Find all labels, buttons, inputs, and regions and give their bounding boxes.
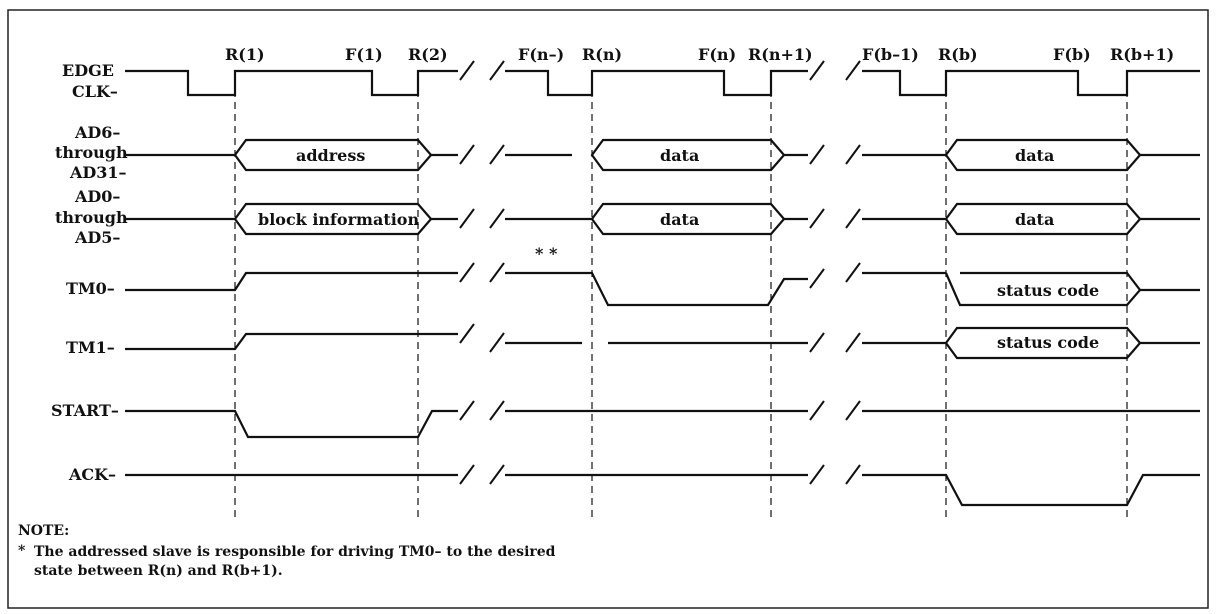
break-ack-a1 xyxy=(459,464,475,485)
break-tm0-a2 xyxy=(489,262,505,283)
break-ad6-a1 xyxy=(459,144,475,165)
break-markers xyxy=(459,60,861,485)
bus-value-status-code-tm1: status code xyxy=(997,333,1099,352)
clock-label-rb1: R(b+1) xyxy=(1110,45,1174,64)
clock-label-fn: F(n) xyxy=(698,45,736,64)
label-ack: ACK– xyxy=(68,465,116,484)
bus-value-data-2: data xyxy=(1015,146,1054,165)
label-edge: EDGE xyxy=(62,61,114,80)
tm0-wave-seg2 xyxy=(505,271,808,307)
break-tm1-a1 xyxy=(459,323,475,344)
label-start: START– xyxy=(51,401,119,420)
diagram-border xyxy=(7,9,1209,609)
clock-label-rn1: R(n+1) xyxy=(748,45,813,64)
break-start-a2 xyxy=(489,400,505,421)
break-clk-a1 xyxy=(459,60,475,81)
label-ad6: AD6– xyxy=(74,123,120,142)
clk-wave-seg1 xyxy=(125,69,458,97)
break-tm0-a1 xyxy=(459,262,475,283)
break-tm0-b1 xyxy=(809,268,825,289)
clock-label-rn: R(n) xyxy=(582,45,622,64)
note-line-2: state between R(n) and R(b+1). xyxy=(34,563,283,579)
note-heading: NOTE: xyxy=(18,523,69,539)
bus-value-address: address xyxy=(296,146,365,165)
label-ad6-through: through xyxy=(55,143,128,162)
break-clk-a2 xyxy=(489,60,505,81)
label-clk: CLK– xyxy=(72,82,118,101)
break-ad6-b2 xyxy=(845,144,861,165)
waveform-ad6-ad31: address data data xyxy=(125,138,1200,172)
clock-label-f1: F(1) xyxy=(345,45,383,64)
break-tm0-b2 xyxy=(845,262,861,283)
waveform-tm0: * * status code xyxy=(125,244,1200,307)
tm0-status-bus xyxy=(944,271,1142,307)
break-start-b1 xyxy=(809,400,825,421)
break-ad0-a2 xyxy=(489,208,505,229)
break-ack-b1 xyxy=(809,464,825,485)
break-ad0-b2 xyxy=(845,208,861,229)
label-ad5: AD5– xyxy=(74,228,120,247)
break-ack-a2 xyxy=(489,464,505,485)
start-wave-seg1 xyxy=(125,409,458,439)
break-ad0-a1 xyxy=(459,208,475,229)
break-ad0-b1 xyxy=(809,208,825,229)
bus-value-data-4: data xyxy=(1015,210,1054,229)
label-tm1: TM1– xyxy=(66,338,115,357)
tm0-wave-seg1 xyxy=(125,271,458,292)
clock-label-fb: F(b) xyxy=(1053,45,1091,64)
waveform-ack xyxy=(125,473,1200,507)
tm0-marker: * * xyxy=(535,244,558,263)
clock-label-r2: R(2) xyxy=(408,45,448,64)
break-tm1-b2 xyxy=(845,332,861,353)
break-clk-b1 xyxy=(809,60,825,81)
bus-value-data-3: data xyxy=(660,210,699,229)
label-tm0: TM0– xyxy=(66,279,115,298)
clock-label-r1: R(1) xyxy=(225,45,265,64)
break-tm1-a2 xyxy=(489,332,505,353)
clk-wave-seg3 xyxy=(862,69,1200,97)
bus-value-status-code-tm0: status code xyxy=(997,281,1099,300)
clock-label-fb-minus: F(b–1) xyxy=(862,45,919,64)
waveform-ad0-ad5: block information data data xyxy=(125,202,1200,236)
waveform-edge-clk xyxy=(125,69,1200,97)
ack-wave-seg3 xyxy=(862,473,1200,507)
break-start-b2 xyxy=(845,400,861,421)
note-block: NOTE: * The addressed slave is responsib… xyxy=(18,523,556,579)
clock-label-fn-minus: F(n–) xyxy=(518,45,564,64)
signal-labels: EDGE CLK– AD6– through AD31– AD0– throug… xyxy=(51,61,128,484)
clock-labels: R(1) F(1) R(2) F(n–) R(n) F(n) R(n+1) F(… xyxy=(225,45,1174,64)
waveform-tm1: status code xyxy=(125,326,1200,360)
waveform-start xyxy=(125,409,1200,439)
break-ack-b2 xyxy=(845,464,861,485)
break-ad6-a2 xyxy=(489,144,505,165)
label-ad0: AD0– xyxy=(74,187,120,206)
note-line-1: The addressed slave is responsible for d… xyxy=(34,544,556,560)
break-ad6-b1 xyxy=(809,144,825,165)
bus-value-data-1: data xyxy=(660,146,699,165)
break-clk-b2 xyxy=(845,60,861,81)
label-ad31: AD31– xyxy=(69,163,127,182)
break-tm1-b1 xyxy=(809,332,825,353)
bus-value-block-information: block information xyxy=(258,210,419,229)
clock-label-rb: R(b) xyxy=(938,45,978,64)
note-asterisk: * xyxy=(18,543,26,559)
clk-wave-seg2 xyxy=(505,69,808,97)
label-ad0-through: through xyxy=(55,208,128,227)
tm1-wave-seg1 xyxy=(125,332,458,351)
break-start-a1 xyxy=(459,400,475,421)
